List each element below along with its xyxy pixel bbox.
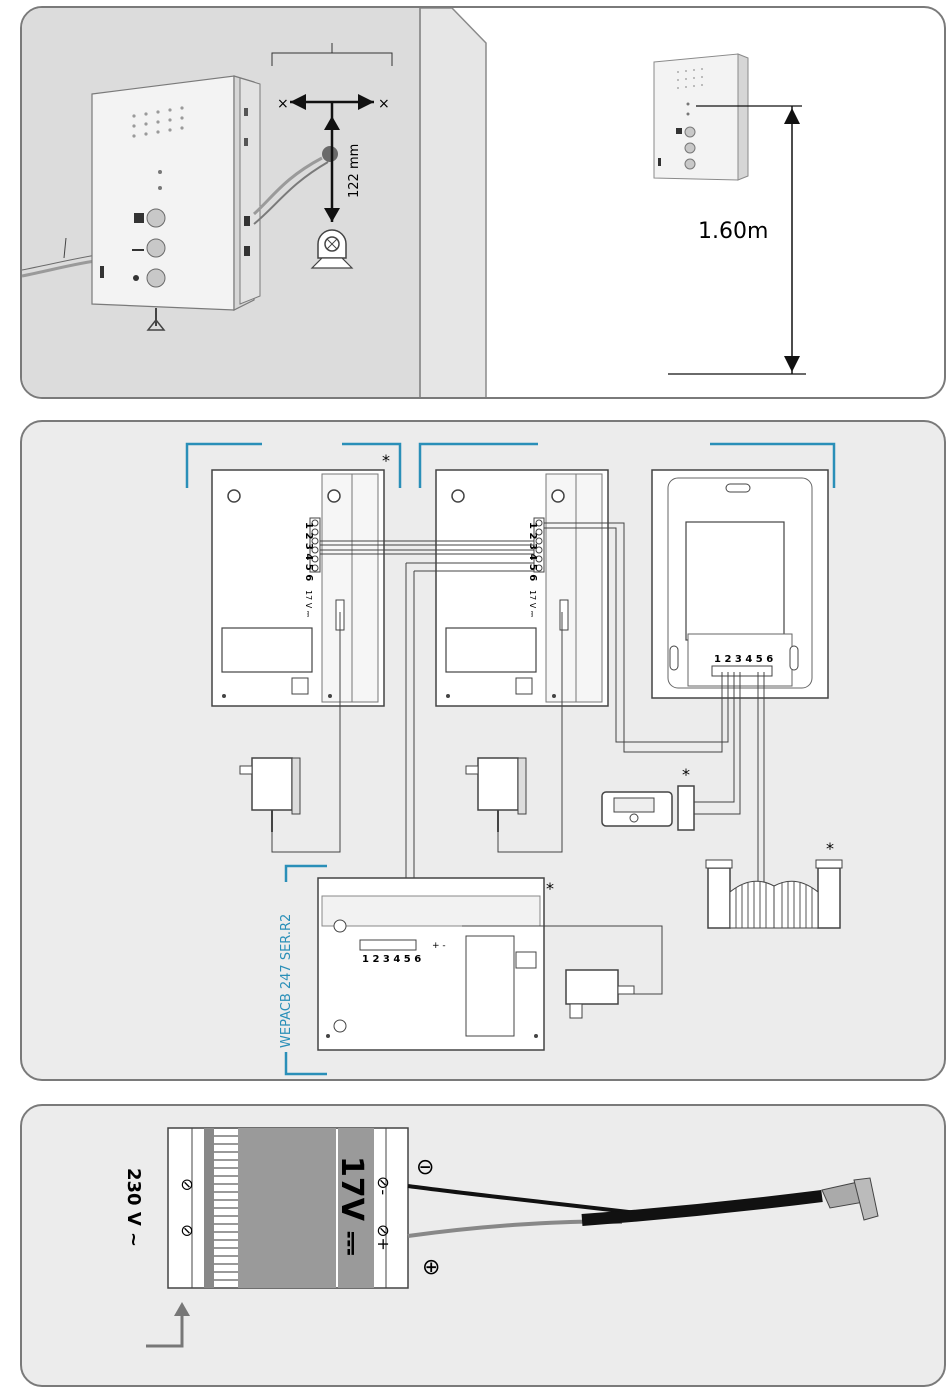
output-cable (408, 1178, 878, 1236)
mount-direction-arrow (146, 1302, 190, 1346)
extension-model-label: WEPACB 247 SER.R2 (279, 914, 294, 1048)
wall-corner (420, 8, 486, 399)
terminal-numbers-unit-1: 1 2 3 4 5 6 (303, 522, 314, 581)
cross-marker-left: × (277, 96, 289, 112)
optional-mark-unit-1: * (382, 451, 390, 470)
optional-mark-extension: * (546, 879, 554, 898)
indoor-unit-1: 1 2 3 4 5 6 17 V ⎓ (212, 470, 384, 706)
output-voltage-label: 17V ⎓ (334, 1156, 369, 1255)
door-station: 1 2 3 4 5 6 (652, 470, 828, 698)
input-voltage-label: 230 V ~ (123, 1168, 144, 1247)
intercom-button-icon (147, 209, 165, 227)
mute-led-icon (158, 186, 162, 190)
wiring-diagram: 1 2 3 4 5 6 17 V ⎓ * 1 2 3 4 5 6 17 V ⎓ (22, 422, 946, 1081)
call-button-icon (147, 269, 165, 287)
voltage-label-unit-1: 17 V ⎓ (304, 590, 313, 618)
intercom-unit-small (654, 54, 748, 180)
distance-label: 122 mm (347, 144, 362, 198)
wall-hole-icon (322, 146, 338, 162)
din-power-supply (168, 1128, 408, 1288)
bracket-extension-bottom (286, 1052, 327, 1074)
terminal-numbers-unit-2: 1 2 3 4 5 6 (527, 522, 538, 581)
cross-marker-right: × (378, 96, 390, 112)
optional-mark-lock: * (682, 765, 690, 784)
extension-unit: 1 2 3 4 5 6 + - (318, 878, 544, 1050)
power-adapter-3 (566, 970, 634, 1018)
plus-symbol-icon: ⊕ (422, 1255, 440, 1280)
dc-symbol-extension: + - (432, 941, 446, 951)
terminal-numbers-door-station: 1 2 3 4 5 6 (714, 654, 773, 665)
bell-icon (133, 275, 139, 281)
intercom-unit (92, 76, 260, 310)
voltage-label-unit-2: 17 V ⎓ (528, 590, 537, 618)
input-terminal-1: ⊘ (178, 1178, 197, 1191)
minus-symbol-icon: ⊖ (416, 1155, 434, 1180)
plus-terminal: ⊘+ (374, 1224, 393, 1251)
power-led-icon (158, 170, 162, 174)
power-supply-panel: 230 V ~ ⊘ ⊘ 17V ⎓ ⊘- ⊘+ ⊖ ⊕ (20, 1104, 946, 1387)
door-open-button-icon (147, 239, 165, 257)
indoor-unit-2: 1 2 3 4 5 6 17 V ⎓ (436, 470, 608, 706)
camera-window (686, 522, 784, 640)
input-terminal-2: ⊘ (178, 1224, 197, 1237)
mounting-illustration: × × 122 mm (22, 8, 946, 399)
minus-terminal: ⊘- (374, 1176, 393, 1195)
power-adapter-1 (240, 758, 300, 832)
side-led-icon (100, 266, 104, 278)
wiring-panel: 1 2 3 4 5 6 17 V ⎓ * 1 2 3 4 5 6 17 V ⎓ (20, 420, 946, 1081)
gate (706, 860, 842, 928)
optional-mark-gate: * (826, 839, 834, 858)
power-adapter-2 (466, 758, 526, 832)
height-label: 1.60m (698, 219, 768, 244)
power-supply-diagram: 230 V ~ ⊘ ⊘ 17V ⎓ ⊘- ⊘+ ⊖ ⊕ (22, 1106, 946, 1387)
electric-lock (602, 786, 694, 830)
terminal-numbers-extension: 1 2 3 4 5 6 (362, 954, 421, 965)
mounting-panel: × × 122 mm (20, 6, 946, 399)
handset-icon (134, 213, 144, 223)
